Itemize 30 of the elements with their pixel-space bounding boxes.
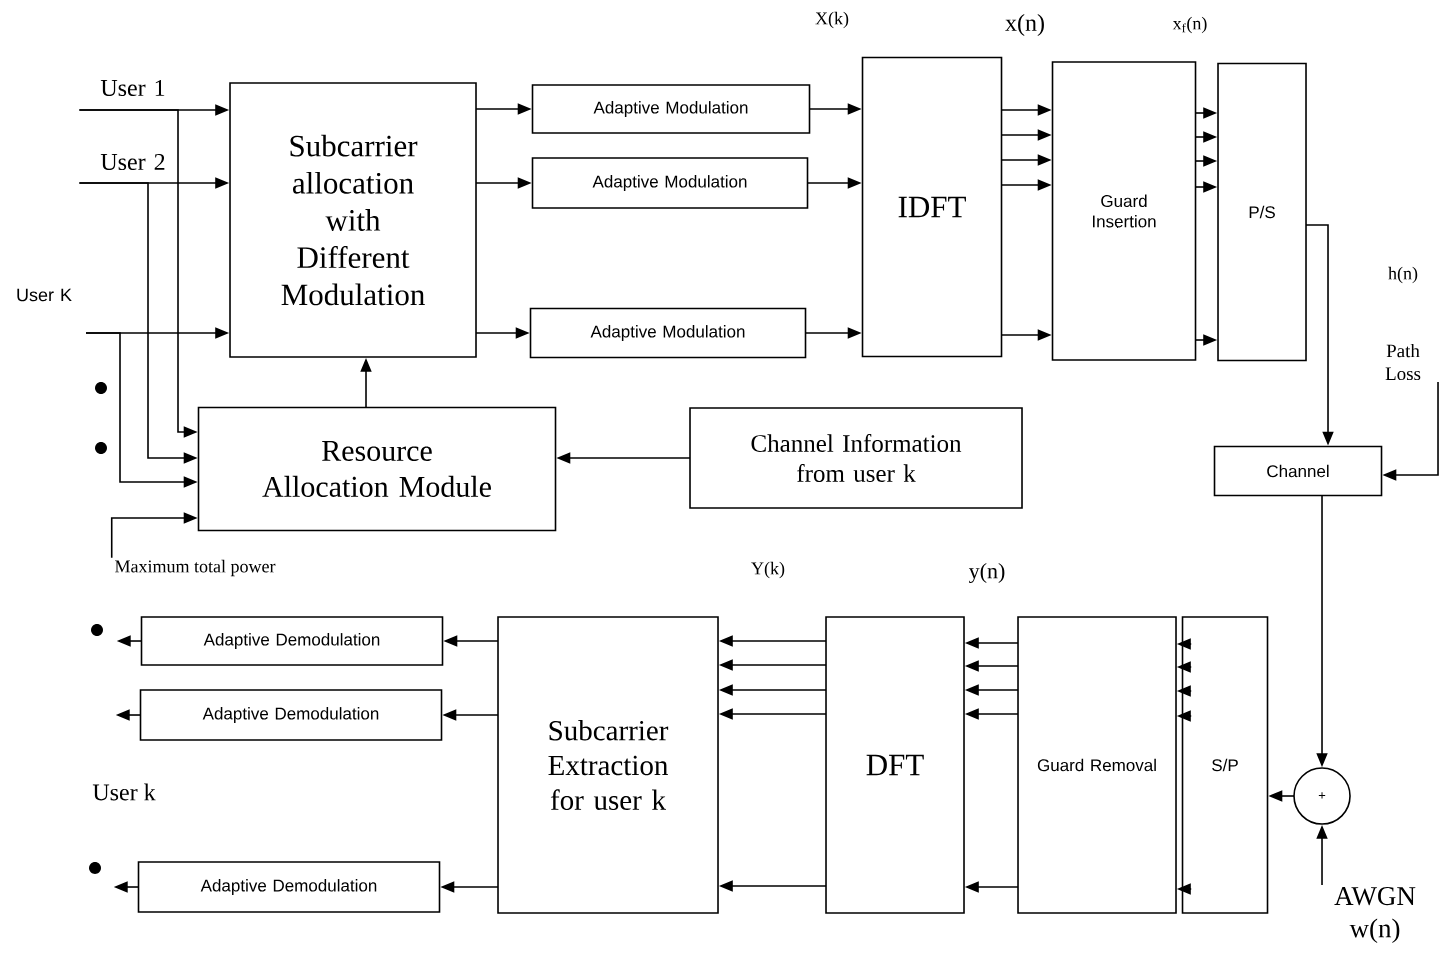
- input-label: AWGN w(n): [1334, 887, 1416, 944]
- signal-label: X(k): [815, 11, 849, 29]
- input-label: User K: [17, 288, 72, 302]
- block-box: Adaptive Modulation: [531, 157, 809, 209]
- block-box: Resource Allocation Module: [197, 406, 557, 532]
- input-label: Maximum total power: [115, 559, 276, 577]
- input-label: User 2: [100, 153, 165, 171]
- input-label: Path Loss: [1385, 343, 1421, 381]
- block-box: P/S: [1217, 62, 1307, 362]
- block-box: Adaptive Demodulation: [140, 616, 444, 666]
- signal-label: Y(k): [751, 561, 785, 579]
- block-box: Adaptive Demodulation: [139, 689, 443, 741]
- block-box: Adaptive Demodulation: [137, 861, 441, 913]
- signal-label: x$_{f}$(n): [1172, 16, 1207, 34]
- input-label: User 1: [100, 79, 165, 97]
- block-box: Channel: [1213, 445, 1383, 497]
- block-box: Guard Insertion: [1051, 61, 1197, 361]
- signal-label: h(n): [1388, 266, 1418, 284]
- block-box: S/P: [1181, 616, 1269, 914]
- block-box: Adaptive Modulation: [531, 84, 811, 134]
- block-box: Channel Information from user k: [689, 407, 1023, 509]
- block-box: Subcarrier allocation with Different Modulation: [229, 82, 477, 358]
- signal-label: x(n): [1005, 14, 1044, 36]
- block-box: Adaptive Modulation: [529, 307, 807, 359]
- block-box: IDFT: [861, 56, 1003, 358]
- block-box: DFT: [825, 616, 965, 914]
- block-box: Guard Removal: [1017, 616, 1177, 914]
- signal-label: y(n): [968, 563, 1005, 583]
- signal-label: User k: [92, 783, 156, 801]
- block-box: Subcarrier Extraction for user k: [497, 616, 719, 914]
